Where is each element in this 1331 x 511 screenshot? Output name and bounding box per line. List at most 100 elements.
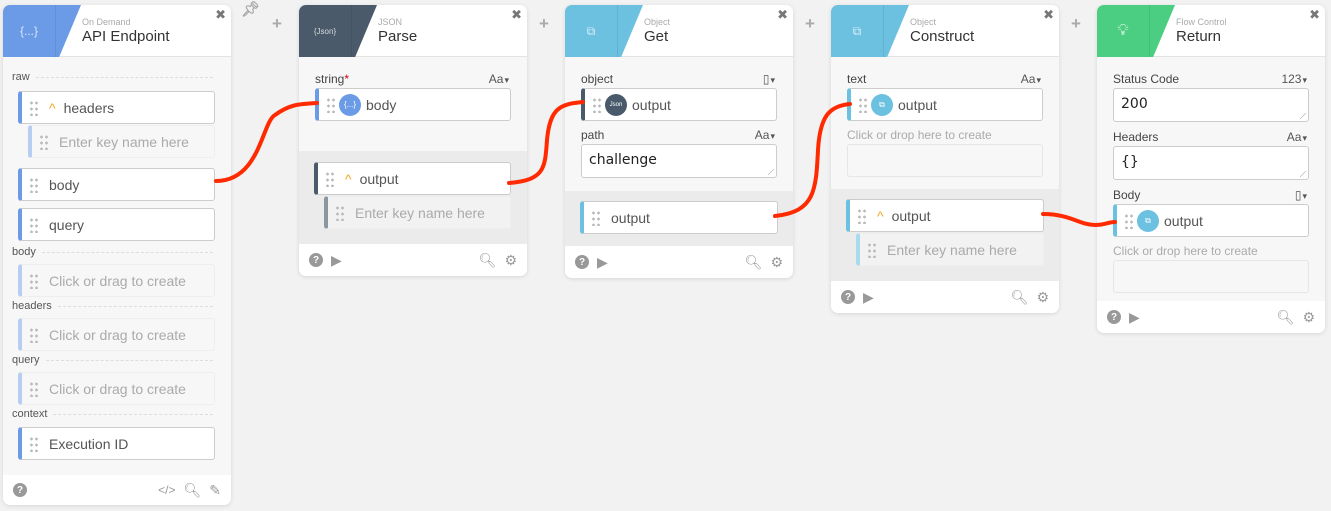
help-icon[interactable]: ?: [575, 255, 589, 269]
pencil-icon[interactable]: ✎: [209, 481, 221, 498]
play-icon[interactable]: ▶: [597, 253, 608, 270]
raw-query-item[interactable]: query: [18, 208, 215, 241]
card-header[interactable]: 💡︎ Flow Control Return ✖: [1097, 5, 1325, 57]
body-type-selector[interactable]: ▯: [1295, 188, 1307, 202]
cubes-icon: ⧉: [852, 23, 862, 38]
execution-id-item[interactable]: Execution ID: [18, 427, 215, 460]
card-header[interactable]: {...} On Demand API Endpoint ✖: [3, 5, 231, 57]
drag-handle-icon[interactable]: [857, 207, 867, 224]
card-title: Parse: [378, 28, 418, 45]
output-key-input[interactable]: Enter key name here: [856, 233, 1044, 266]
output-key-input[interactable]: Enter key name here: [324, 196, 511, 229]
query-create-slot[interactable]: Click or drag to create: [18, 372, 215, 405]
search-icon[interactable]: 🔍︎: [1276, 308, 1295, 325]
card-header[interactable]: {Json} JSON Parse ✖: [299, 5, 527, 57]
drag-handle-icon[interactable]: [29, 216, 39, 233]
search-icon[interactable]: 🔍︎: [183, 481, 202, 498]
drag-handle-icon[interactable]: [858, 96, 868, 113]
card-header[interactable]: ⧉ Object Get ✖: [565, 5, 793, 57]
object-input-output[interactable]: Json output: [581, 88, 777, 121]
help-icon[interactable]: ?: [309, 253, 323, 267]
add-step-plus-icon[interactable]: +: [1071, 14, 1081, 33]
drag-handle-icon[interactable]: [592, 96, 602, 113]
gear-icon[interactable]: ⚙: [504, 251, 517, 268]
chevron-up-icon[interactable]: ^: [49, 99, 56, 116]
body-create-slot[interactable]: Click or drag to create: [18, 264, 215, 297]
card-header[interactable]: ⧉ Object Construct ✖: [831, 5, 1059, 57]
play-icon[interactable]: ▶: [1129, 308, 1140, 325]
close-icon[interactable]: ✖: [215, 7, 226, 22]
chevron-up-icon[interactable]: ^: [877, 207, 884, 224]
create-hint: Click or drop here to create: [1113, 244, 1258, 258]
text-type-selector[interactable]: Aa: [1021, 72, 1041, 86]
object-construct-card: ⧉ Object Construct ✖ text Aa ⧉ output Cl…: [831, 5, 1059, 313]
help-icon[interactable]: ?: [1107, 310, 1121, 324]
status-type-selector[interactable]: 123: [1281, 72, 1307, 86]
text-input-output[interactable]: ⧉ output: [847, 88, 1043, 121]
object-field-label: object ▯: [581, 72, 777, 86]
search-icon[interactable]: 🔍︎: [744, 253, 763, 270]
headers-type-selector[interactable]: Aa: [1287, 130, 1307, 144]
drag-handle-icon[interactable]: [325, 170, 335, 187]
create-dropzone[interactable]: [1113, 260, 1309, 293]
section-context: context: [12, 408, 227, 420]
card-category: JSON: [378, 17, 403, 27]
output-item[interactable]: ^ output: [314, 162, 511, 195]
raw-body-item[interactable]: body: [18, 168, 215, 201]
gear-icon[interactable]: ⚙: [770, 253, 783, 270]
create-hint: Click or drop here to create: [847, 128, 992, 142]
close-icon[interactable]: ✖: [511, 7, 522, 22]
card-category: Object: [910, 17, 937, 27]
close-icon[interactable]: ✖: [777, 7, 788, 22]
status-code-input[interactable]: 200: [1113, 88, 1309, 122]
close-icon[interactable]: ✖: [1043, 7, 1054, 22]
search-icon[interactable]: 🔍︎: [478, 251, 497, 268]
gear-icon[interactable]: ⚙: [1036, 288, 1049, 305]
headers-create-slot[interactable]: Click or drag to create: [18, 318, 215, 351]
chevron-up-icon[interactable]: ^: [345, 170, 352, 187]
drag-handle-icon[interactable]: [29, 435, 39, 452]
headers-key-input[interactable]: Enter key name here: [28, 125, 215, 158]
add-step-plus-icon[interactable]: +: [805, 14, 815, 33]
path-type-selector[interactable]: Aa: [755, 128, 775, 142]
raw-headers-item[interactable]: ^ headers: [18, 91, 215, 124]
object-type-selector[interactable]: ▯: [763, 72, 775, 86]
drag-handle-icon[interactable]: [1124, 212, 1134, 229]
play-icon[interactable]: ▶: [863, 288, 874, 305]
code-icon[interactable]: </>: [158, 483, 176, 497]
add-step-plus-icon[interactable]: +: [539, 14, 549, 33]
help-icon[interactable]: ?: [13, 483, 27, 497]
card-category: Object: [644, 17, 671, 27]
card-footer: ? ▶ 🔍︎ ⚙: [831, 281, 1059, 313]
search-icon[interactable]: 🔍︎: [1010, 288, 1029, 305]
headers-label: Headers Aa: [1113, 130, 1309, 144]
return-card: 💡︎ Flow Control Return ✖ Status Code 123…: [1097, 5, 1325, 333]
json-icon: Json: [605, 93, 627, 116]
card-title: Return: [1176, 28, 1222, 45]
cubes-icon: ⧉: [871, 93, 893, 116]
add-step-plus-icon[interactable]: +: [272, 14, 282, 33]
path-input[interactable]: challenge: [581, 144, 777, 178]
gear-icon[interactable]: ⚙: [1302, 308, 1315, 325]
string-input-body[interactable]: {...} body: [315, 88, 511, 121]
close-icon[interactable]: ✖: [1309, 7, 1320, 22]
drag-handle-icon[interactable]: [326, 96, 336, 113]
json-parse-card: {Json} JSON Parse ✖ string* Aa {...} bod…: [299, 5, 527, 276]
drag-handle-icon[interactable]: [29, 176, 39, 193]
api-endpoint-card: {...} On Demand API Endpoint ✖ raw ^ hea…: [3, 5, 231, 505]
body-input-output[interactable]: ⧉ output: [1113, 204, 1309, 237]
json-icon: {Json}: [313, 26, 337, 36]
pin-icon[interactable]: 📌︎: [241, 1, 261, 18]
output-item[interactable]: output: [580, 201, 778, 234]
drag-handle-icon[interactable]: [591, 209, 601, 226]
play-icon[interactable]: ▶: [331, 251, 342, 268]
drag-handle-icon: [29, 272, 39, 289]
headers-input[interactable]: {}: [1113, 146, 1309, 180]
card-category: On Demand: [82, 17, 131, 27]
help-icon[interactable]: ?: [841, 290, 855, 304]
type-selector[interactable]: Aa: [489, 72, 509, 86]
drag-handle-icon: [867, 241, 877, 258]
create-dropzone[interactable]: [847, 144, 1043, 177]
drag-handle-icon[interactable]: [29, 99, 39, 116]
output-item[interactable]: ^ output: [846, 199, 1044, 232]
